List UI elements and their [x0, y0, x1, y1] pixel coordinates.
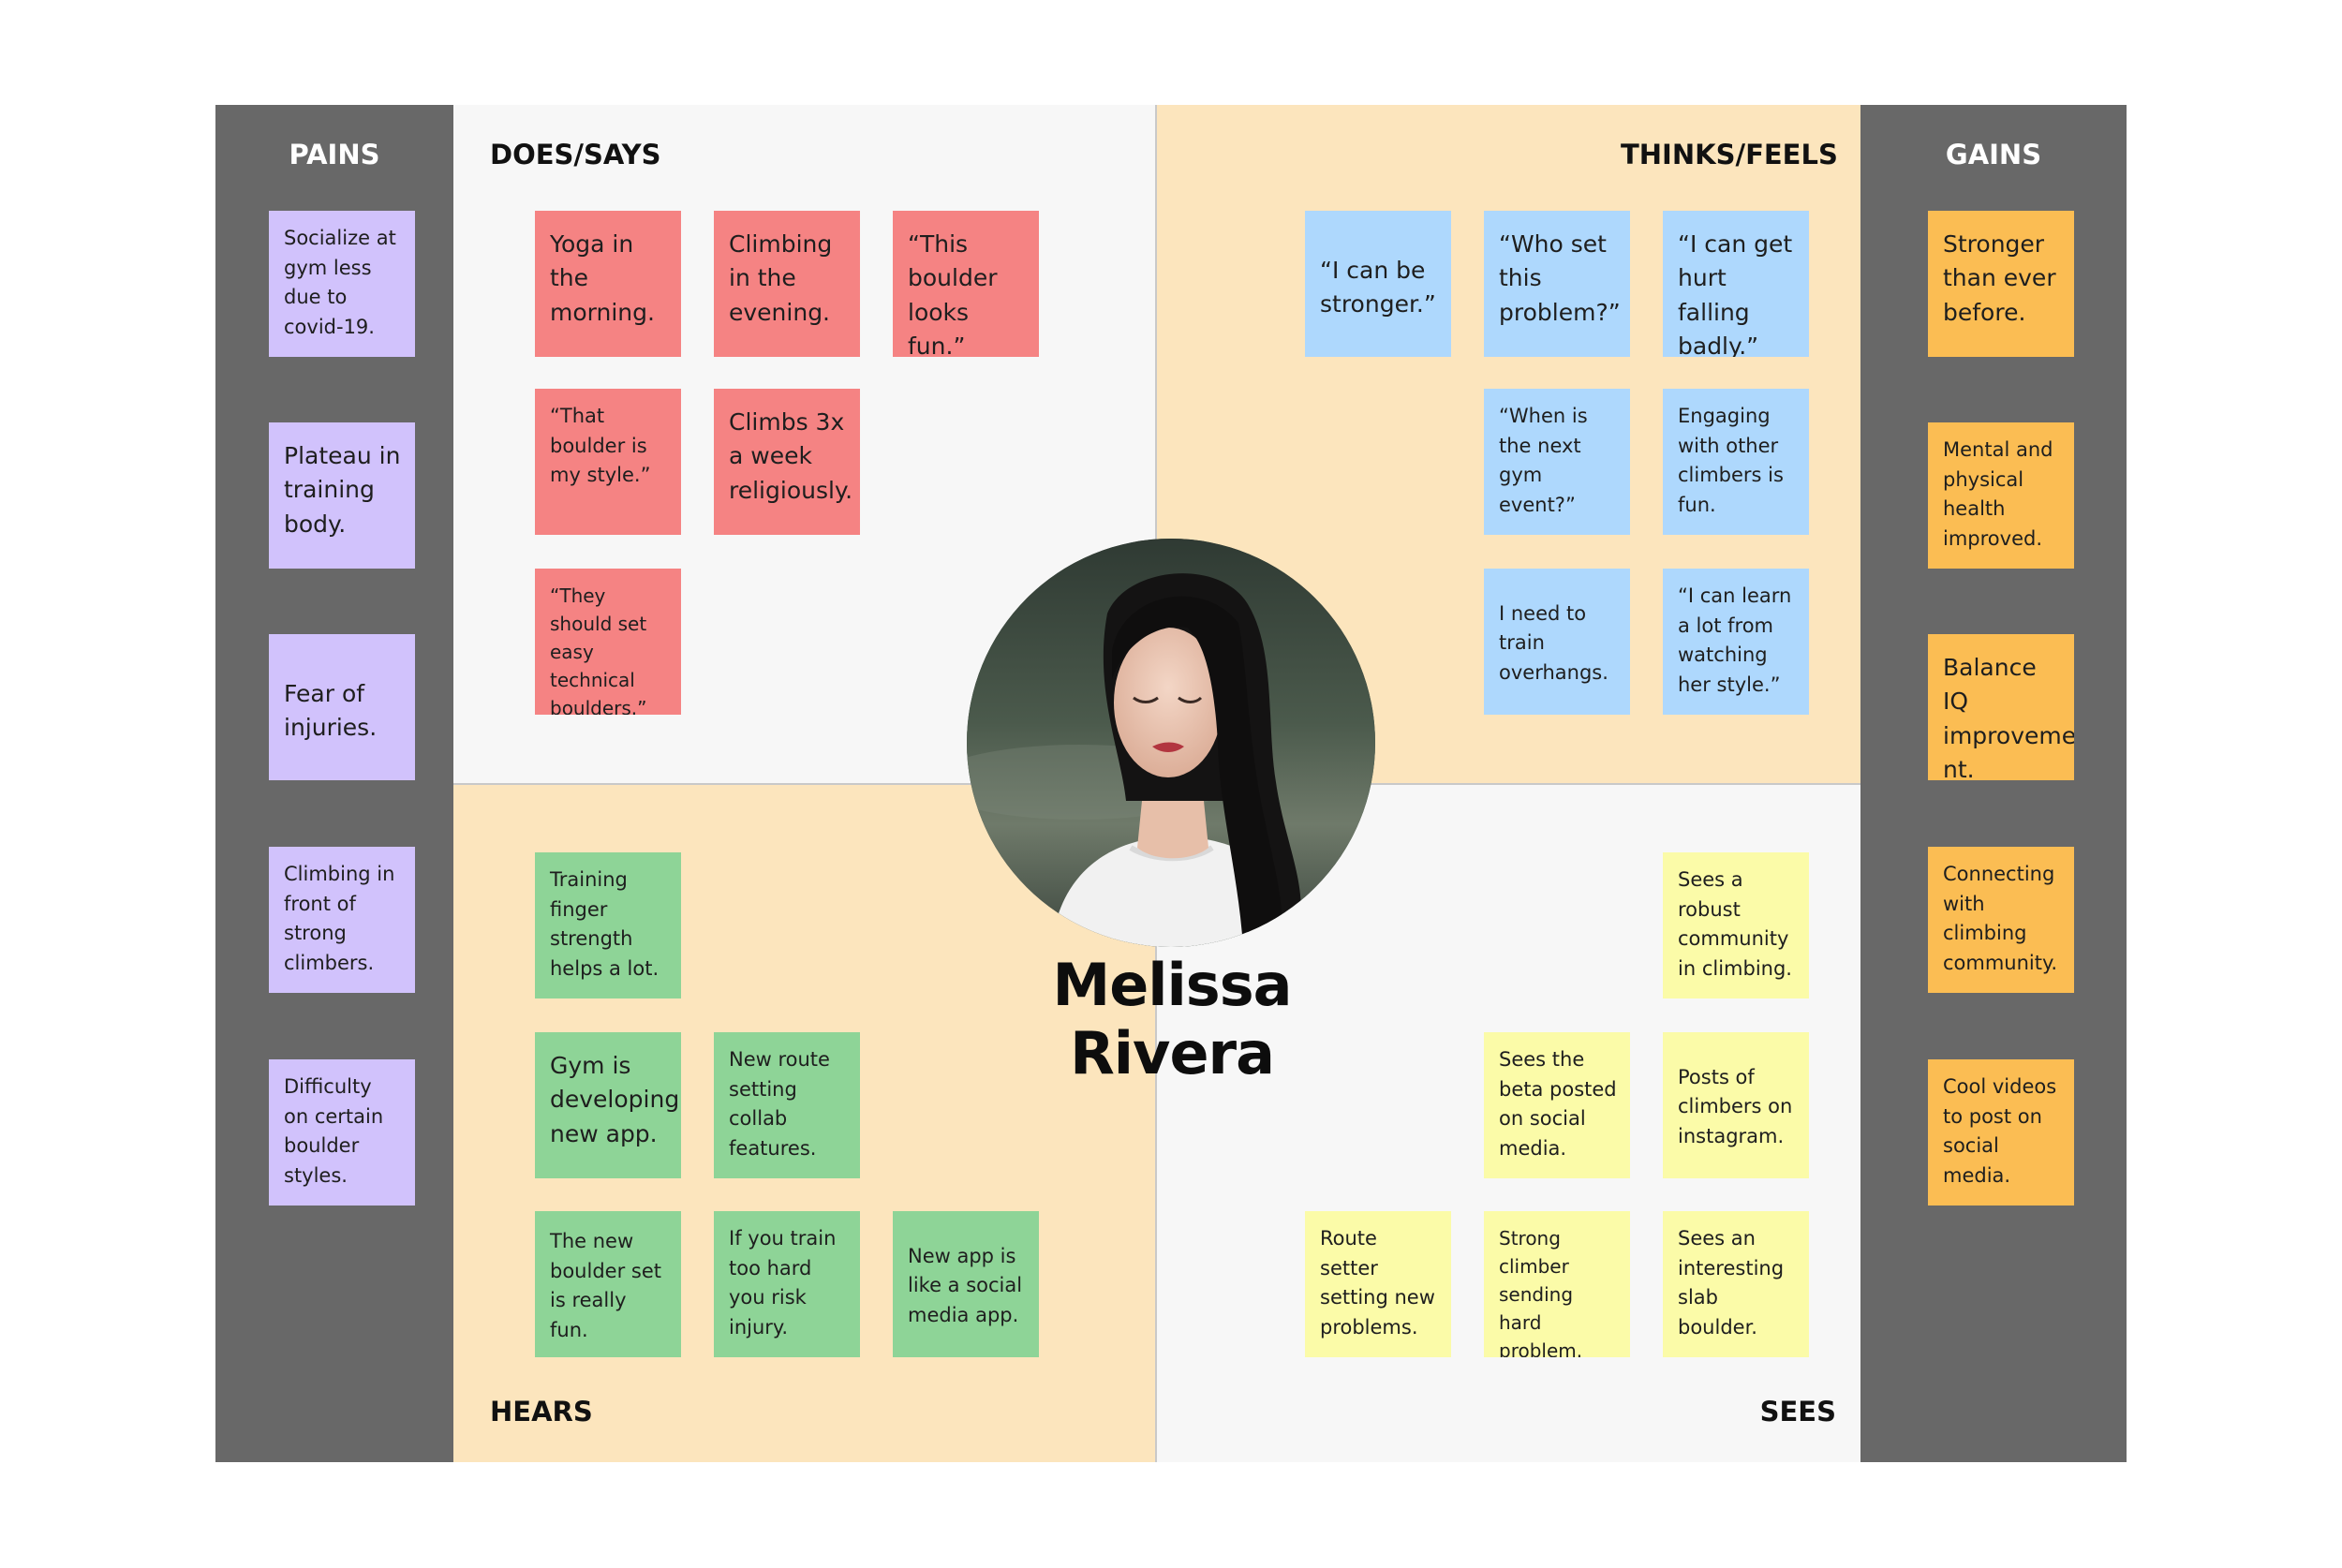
thinks-feels-note[interactable]: “Who set this problem?”: [1484, 211, 1630, 357]
pains-note[interactable]: Plateau in training body.: [269, 422, 415, 569]
hears-title: HEARS: [490, 1396, 593, 1427]
sees-note[interactable]: Posts of climbers on instagram.: [1663, 1032, 1809, 1178]
gains-note[interactable]: Balance IQ improveme nt.: [1928, 634, 2074, 780]
gains-note[interactable]: Mental and physical health improved.: [1928, 422, 2074, 569]
pains-note[interactable]: Socialize at gym less due to covid-19.: [269, 211, 415, 357]
thinks-feels-note[interactable]: “When is the next gym event?”: [1484, 389, 1630, 535]
does-says-note[interactable]: Climbing in the evening.: [714, 211, 860, 357]
pains-note[interactable]: Climbing in front of strong climbers.: [269, 847, 415, 993]
thinks-feels-note[interactable]: Engaging with other climbers is fun.: [1663, 389, 1809, 535]
gains-note[interactable]: Connecting with climbing community.: [1928, 847, 2074, 993]
hears-note[interactable]: Training finger strength helps a lot.: [535, 852, 681, 998]
thinks-feels-note[interactable]: “I can get hurt falling badly.”: [1663, 211, 1809, 357]
hears-note[interactable]: Gym is developing new app.: [535, 1032, 681, 1178]
does-says-note[interactable]: “That boulder is my style.”: [535, 389, 681, 535]
does-says-note[interactable]: “They should set easy technical boulders…: [535, 569, 681, 715]
hears-note[interactable]: New route setting collab features.: [714, 1032, 860, 1178]
pains-note[interactable]: Difficulty on certain boulder styles.: [269, 1059, 415, 1206]
persona-portrait-icon: [967, 539, 1375, 947]
gains-note[interactable]: Stronger than ever before.: [1928, 211, 2074, 357]
sees-note[interactable]: Sees an interesting slab boulder.: [1663, 1211, 1809, 1357]
persona-name: Melissa Rivera: [1052, 951, 1293, 1087]
hears-note[interactable]: The new boulder set is really fun.: [535, 1211, 681, 1357]
thinks-feels-note[interactable]: I need to train overhangs.: [1484, 569, 1630, 715]
does-says-note[interactable]: Climbs 3x a week religiously.: [714, 389, 860, 535]
gains-title: GAINS: [1945, 139, 2042, 170]
does-says-note[interactable]: Yoga in the morning.: [535, 211, 681, 357]
sees-title: SEES: [1759, 1396, 1836, 1427]
gains-note[interactable]: Cool videos to post on social media.: [1928, 1059, 2074, 1206]
sees-note[interactable]: Sees a robust community in climbing.: [1663, 852, 1809, 998]
sees-note[interactable]: Route setter setting new problems.: [1305, 1211, 1451, 1357]
persona-avatar: [967, 539, 1375, 947]
thinks-feels-title: THINKS/FEELS: [1621, 139, 1838, 170]
does-says-title: DOES/SAYS: [490, 139, 661, 170]
hears-note[interactable]: New app is like a social media app.: [893, 1211, 1039, 1357]
pains-title: PAINS: [289, 139, 380, 170]
thinks-feels-note[interactable]: “I can learn a lot from watching her sty…: [1663, 569, 1809, 715]
pains-note[interactable]: Fear of injuries.: [269, 634, 415, 780]
hears-note[interactable]: If you train too hard you risk injury.: [714, 1211, 860, 1357]
sees-note[interactable]: Sees the beta posted on social media.: [1484, 1032, 1630, 1178]
sees-note[interactable]: Strong climber sending hard problem.: [1484, 1211, 1630, 1357]
thinks-feels-note[interactable]: “I can be stronger.”: [1305, 211, 1451, 357]
does-says-note[interactable]: “This boulder looks fun.”: [893, 211, 1039, 357]
